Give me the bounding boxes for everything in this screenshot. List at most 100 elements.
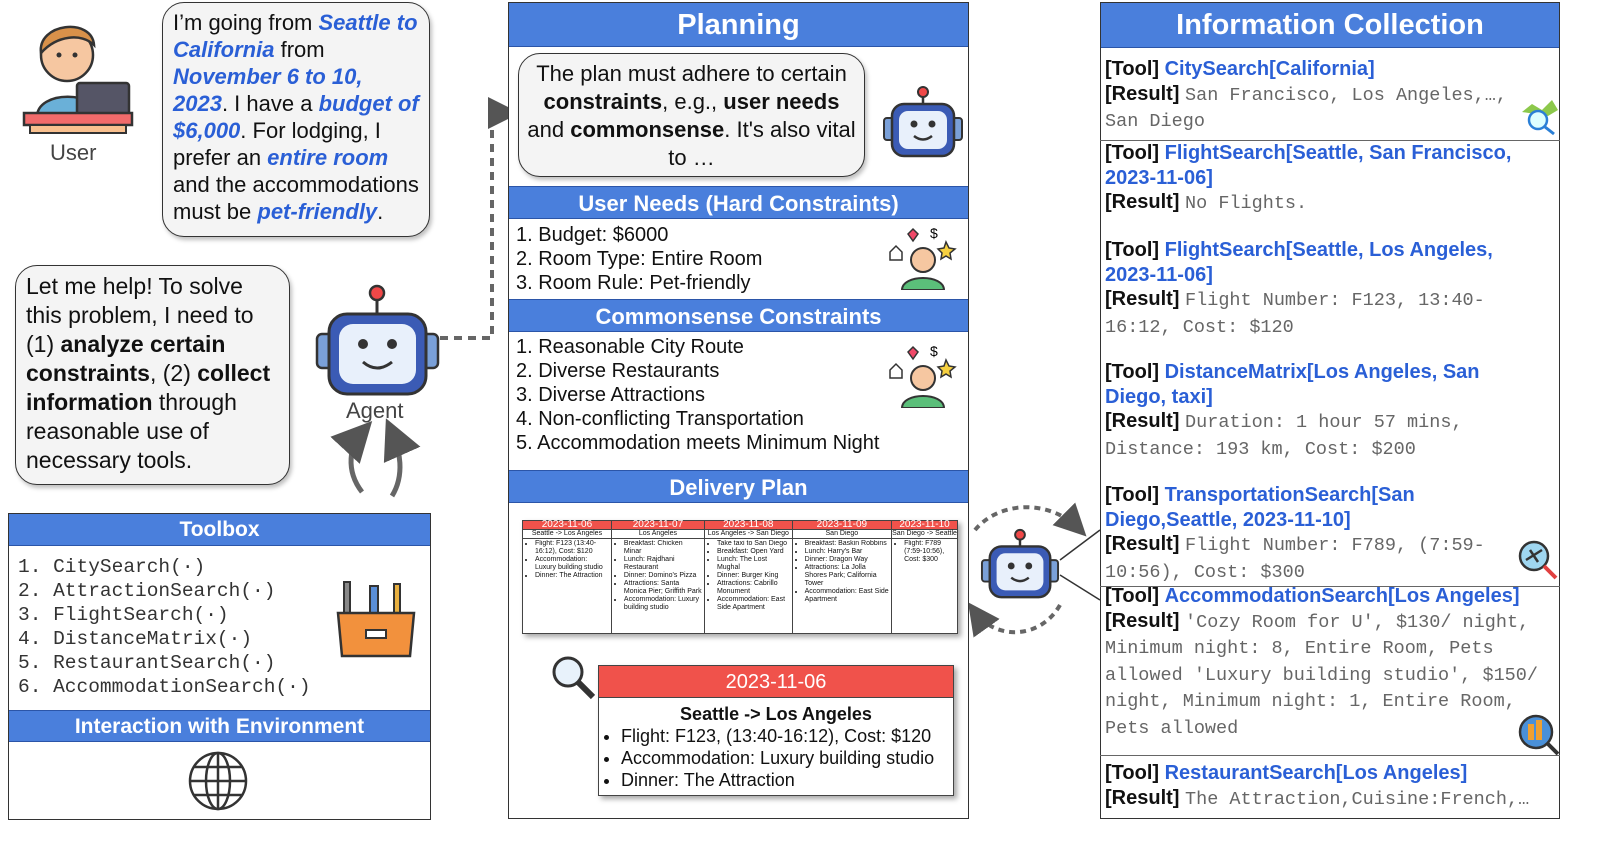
plan-day-cell: Flight: F789 (7:59-10:56), Cost: $300 xyxy=(891,538,958,634)
svg-text:$: $ xyxy=(930,343,938,359)
plan-date: 2023-11-07 xyxy=(610,520,705,530)
commonsense-title: Commonsense Constraints xyxy=(509,299,968,332)
message-text-segment: through reasonable use of necessary tool… xyxy=(26,389,237,473)
globe-icon xyxy=(186,750,250,817)
message-text-segment: entire room xyxy=(267,145,389,170)
tool-item: 6. AccommodationSearch(·) xyxy=(18,676,311,698)
divider xyxy=(1100,586,1560,587)
result-tag: [Result] xyxy=(1105,191,1180,213)
agent-message-bubble: Let me help! To solve this problem, I ne… xyxy=(15,265,290,485)
message-text-segment: Seattle to California xyxy=(173,10,418,62)
tool-result: Flight Number: F789, (7:59-10:56), Cost:… xyxy=(1105,535,1485,583)
tool-tag: [Tool] xyxy=(1105,239,1160,261)
info-entry: [Tool] FlightSearch[Seattle, San Francis… xyxy=(1105,141,1535,217)
plan-route: San Diego -> Seattle xyxy=(891,529,958,539)
tool-tag: [Tool] xyxy=(1105,142,1160,164)
tool-tag: [Tool] xyxy=(1105,585,1160,607)
agent-cycle-arrow xyxy=(330,420,373,494)
plan-item: Attractions: Cabrillo Monument xyxy=(717,580,790,596)
toolbox-title: Toolbox xyxy=(9,514,430,546)
commonsense-item: 4. Non-conflicting Transportation xyxy=(516,408,804,430)
plan-route: Los Angeles xyxy=(610,529,705,539)
agent-to-planning-arrow xyxy=(440,97,520,340)
agent-robot-icon xyxy=(315,284,440,401)
svg-text:$: $ xyxy=(930,225,938,241)
tool-result: San Francisco, Los Angeles,…, San Diego xyxy=(1105,84,1507,133)
message-text-segment: and xyxy=(527,117,571,142)
toolbox-icon xyxy=(336,578,416,663)
tool-call: RestaurantSearch[Los Angeles] xyxy=(1164,762,1468,784)
tool-tag: [Tool] xyxy=(1105,484,1160,506)
tool-call: DistanceMatrix[Los Angeles, San Diego, t… xyxy=(1105,361,1480,408)
plan-item: Accommodation: East Side Apartment xyxy=(805,588,889,604)
plan-item: Breakfast: Chicken Minar xyxy=(624,540,702,556)
message-text-segment: . xyxy=(377,199,384,224)
tool-item: 5. RestaurantSearch(·) xyxy=(18,652,276,674)
detail-item: Accommodation: Luxury building studio xyxy=(621,747,953,769)
plan-item: Accommodation: Luxury building studio xyxy=(535,556,609,572)
plan-item: Lunch: The Lost Mughal xyxy=(717,556,790,572)
hard-constraint-item: 3. Room Rule: Pet-friendly xyxy=(516,272,751,294)
tool-result: Flight Number: F123, 13:40-16:12, Cost: … xyxy=(1105,290,1485,338)
plan-item: Dinner: The Attraction xyxy=(535,572,609,580)
tool-item: 3. FlightSearch(·) xyxy=(18,604,229,626)
person-commonsense-icon: $ xyxy=(888,340,958,413)
magnifier-icon xyxy=(548,652,596,705)
accommodation-search-icon xyxy=(1516,712,1560,761)
plan-item: Dinner: Burger King xyxy=(717,572,790,580)
info-entry: [Tool] AccommodationSearch[Los Angeles][… xyxy=(1105,584,1540,741)
message-text-segment: , e.g., xyxy=(662,89,724,114)
plan-date: 2023-11-09 xyxy=(791,520,893,530)
info-entry: [Tool] FlightSearch[Seattle, Los Angeles… xyxy=(1105,238,1515,340)
plan-detail-card: 2023-11-06 Seattle -> Los Angeles Flight… xyxy=(598,665,954,796)
detail-item: Dinner: The Attraction xyxy=(621,769,953,791)
message-text-segment: budget of $6,000 xyxy=(173,91,419,143)
detail-item: Flight: F123, (13:40-16:12), Cost: $120 xyxy=(621,725,953,747)
message-text-segment: . I have a xyxy=(221,91,319,116)
commonsense-item: 1. Reasonable City Route xyxy=(516,336,744,358)
environment-title: Interaction with Environment xyxy=(9,710,430,742)
tool-call: FlightSearch[Seattle, San Francisco, 202… xyxy=(1105,142,1512,189)
planning-title: Planning xyxy=(509,3,968,47)
plan-item: Take taxi to San Diego xyxy=(717,540,790,548)
result-tag: [Result] xyxy=(1105,533,1180,555)
plan-item: Flight: F789 (7:59-10:56), Cost: $300 xyxy=(904,540,955,564)
plan-item: Lunch: Harry's Bar xyxy=(805,548,889,556)
info-entry: [Tool] DistanceMatrix[Los Angeles, San D… xyxy=(1105,360,1505,462)
hard-constraints-title: User Needs (Hard Constraints) xyxy=(509,186,968,219)
plan-item: Attractions: Santa Monica Pier; Griffith… xyxy=(624,580,702,596)
user-message-bubble: I’m going from Seattle to California fro… xyxy=(162,2,430,237)
agent-cycle-arrow-2 xyxy=(383,418,421,498)
tool-item: 4. DistanceMatrix(·) xyxy=(18,628,253,650)
message-text-segment: commonsense xyxy=(570,117,725,142)
plan-item: Lunch: Rajdhani Restaurant xyxy=(624,556,702,572)
plan-item: Accommodation: Luxury building studio xyxy=(624,596,702,612)
plan-day-cell: Breakfast: Baskin RobbinsLunch: Harry's … xyxy=(791,538,893,634)
plan-item: Dinner: Domino's Pizza xyxy=(624,572,702,580)
info-robot-icon xyxy=(980,528,1060,605)
info-arrow-in xyxy=(968,602,1062,638)
message-text-segment: , (2) xyxy=(149,360,198,386)
message-text-segment: November 6 to 10, 2023 xyxy=(173,64,363,116)
message-text-segment: . It's also vital to … xyxy=(668,117,856,170)
user-label: User xyxy=(50,140,97,165)
plan-route: Los Angeles -> San Diego xyxy=(703,529,793,539)
divider xyxy=(1100,755,1560,756)
tool-result: The Attraction,Cuisine:French,… xyxy=(1185,788,1530,810)
plan-item: Flight: F123 (13:40-16:12), Cost: $120 xyxy=(535,540,609,556)
result-tag: [Result] xyxy=(1105,609,1180,632)
info-arrow-out xyxy=(973,502,1087,537)
plan-item: Breakfast: Open Yard xyxy=(717,548,790,556)
planning-robot-icon xyxy=(882,86,964,163)
plan-date: 2023-11-08 xyxy=(703,520,793,530)
flight-search-icon xyxy=(1516,538,1560,587)
plan-date: 2023-11-10 xyxy=(891,520,958,530)
tool-call: FlightSearch[Seattle, Los Angeles, 2023-… xyxy=(1105,239,1493,286)
message-text-segment: constraints xyxy=(543,89,663,114)
message-text-segment: user needs xyxy=(723,89,840,114)
info-entry: [Tool] RestaurantSearch[Los Angeles][Res… xyxy=(1105,761,1555,812)
info-entry: [Tool] CitySearch[California][Result] Sa… xyxy=(1105,57,1515,135)
delivery-plan-title: Delivery Plan xyxy=(509,470,968,503)
